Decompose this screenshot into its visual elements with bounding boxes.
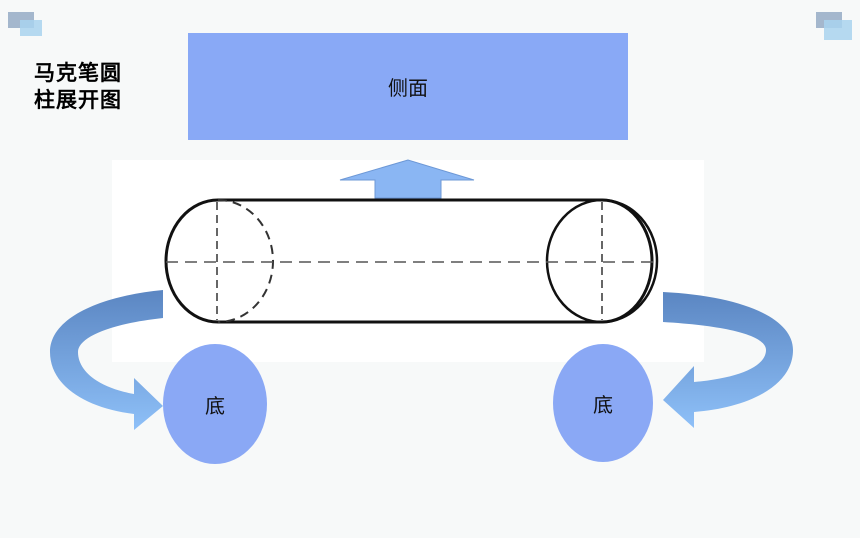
cylinder xyxy=(164,198,659,324)
title-line-2: 柱展开图 xyxy=(34,88,122,112)
base-left: 底 xyxy=(163,344,267,464)
cylinder-right-end xyxy=(545,198,659,324)
curved-arrow-icon xyxy=(50,290,163,430)
base-right-label: 底 xyxy=(593,392,613,417)
cylinder-left-hidden-edge xyxy=(217,199,274,323)
corner-decoration-right xyxy=(816,12,852,40)
base-right: 底 xyxy=(553,344,653,462)
base-left-label: 底 xyxy=(205,393,225,418)
title-line-1: 马克笔圆 xyxy=(34,61,122,85)
page-title: 马克笔圆 柱展开图 xyxy=(34,60,122,114)
up-arrow-icon xyxy=(339,159,475,199)
side-face-label: 侧面 xyxy=(388,76,428,100)
corner-decoration-left xyxy=(8,12,42,36)
curved-arrow-icon xyxy=(663,292,793,428)
side-face: 侧面 xyxy=(188,33,628,140)
